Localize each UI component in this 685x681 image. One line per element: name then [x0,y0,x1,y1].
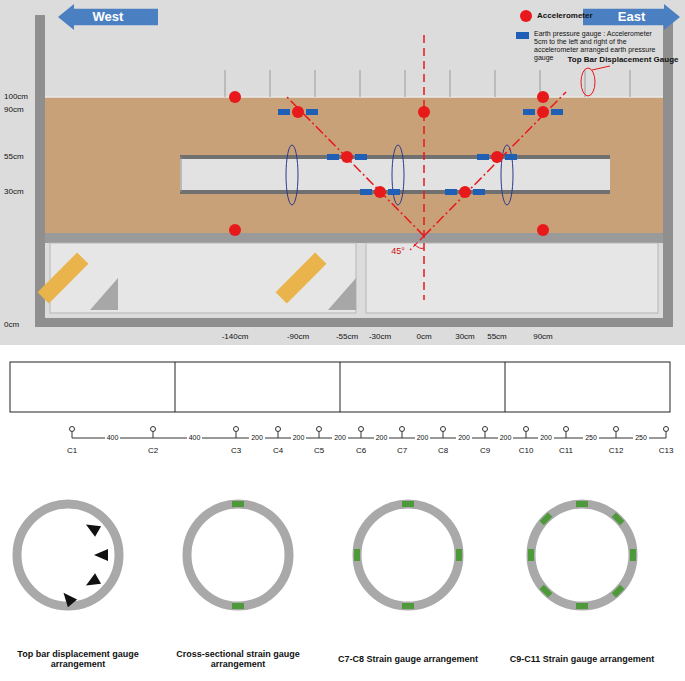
spacing-dimension: 200 [291,434,307,442]
spacing-dimension: 200 [538,434,554,442]
gauge-callout: Top Bar Displacement Gauge [568,56,679,65]
section-caption: C9-C11 Strain gauge arrangement [507,655,657,665]
position-dimension: -140cm [222,333,249,342]
section-caption: Cross-sectional strain gauge arrangement [163,650,313,670]
section-id: C1 [67,447,77,456]
direction-text: East [583,4,680,30]
section-id: C9 [480,447,490,456]
spacing-dimension: 200 [498,434,514,442]
spacing-dimension: 250 [633,434,649,442]
legend-text: Earth pressure gauge : Accelerometer 5cm… [534,30,666,62]
section-caption: Top bar displacement gauge arrangement [3,650,153,670]
spacing-dimension: 400 [187,434,203,442]
section-id: C11 [559,447,573,456]
position-dimension: -55cm [336,333,358,342]
model-box [0,0,685,345]
section-id: C8 [438,447,448,456]
height-dimension: 100cm [4,93,28,102]
spacing-dimension: 250 [583,434,599,442]
section-id: C10 [519,447,534,456]
height-dimension: 0cm [4,321,19,330]
position-dimension: 55cm [487,333,507,342]
direction-arrow: West [58,4,158,30]
direction-arrow: East [583,4,680,30]
section-id: C12 [609,447,624,456]
position-dimension: -90cm [287,333,309,342]
spacing-dimension: 200 [249,434,265,442]
height-dimension: 55cm [4,153,24,162]
section-id: C4 [273,447,283,456]
section-id: C3 [231,447,241,456]
section-id: C2 [148,447,158,456]
position-dimension: 90cm [533,333,553,342]
segment-strip [10,362,670,412]
section-id: C5 [314,447,324,456]
position-dimension: 0cm [416,333,431,342]
section-id: C7 [397,447,407,456]
accelerometer-swatch [520,10,532,22]
section-caption: C7-C8 Strain gauge arrangement [333,655,483,665]
angle-label: 45° [391,247,405,257]
height-dimension: 30cm [4,188,24,197]
direction-text: West [58,4,158,30]
section-id: C13 [659,447,674,456]
position-dimension: -30cm [369,333,391,342]
pressure-gauge-swatch [516,32,529,39]
legend-text: Accelerometer [537,10,593,22]
spacing-dimension: 200 [456,434,472,442]
spacing-dimension: 200 [374,434,390,442]
spacing-dimension: 200 [332,434,348,442]
ruler [70,427,669,439]
spacing-dimension: 400 [105,434,121,442]
height-dimension: 90cm [4,106,24,115]
legend-item: Earth pressure gauge : Accelerometer 5cm… [516,30,666,62]
section-id: C6 [356,447,366,456]
legend-item: Accelerometer [520,10,660,22]
spacing-dimension: 200 [415,434,431,442]
position-dimension: 30cm [455,333,475,342]
cross-sections [17,501,636,609]
